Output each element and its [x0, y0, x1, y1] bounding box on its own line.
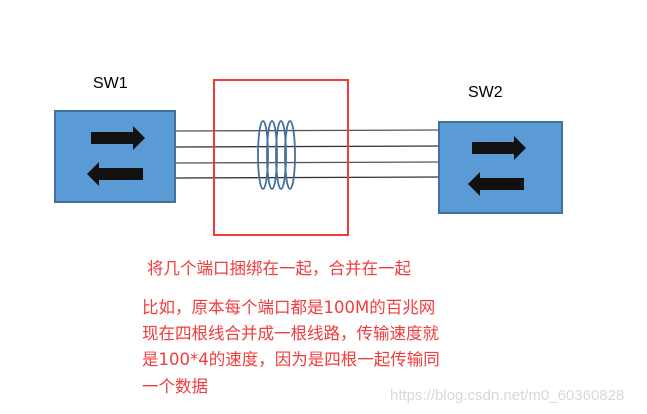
- switch-label-sw1: SW1: [93, 75, 128, 92]
- annotation-title: 将几个端口捆绑在一起，合并在一起: [147, 259, 412, 278]
- annotation-line-2: 现在四根线合并成一根线路，传输速度就: [142, 324, 440, 343]
- switch-label-sw2: SW2: [468, 84, 503, 101]
- switch-sw2: SW2: [438, 84, 563, 214]
- link-3: [174, 161, 441, 164]
- watermark: https://blog.csdn.net/m0_60360828: [390, 387, 624, 404]
- link-4: [174, 176, 441, 179]
- aggregation-highlight-box: [213, 79, 349, 236]
- link-1: [174, 129, 441, 132]
- annotation-line-3: 是100*4的速度，因为是四根一起传输同: [142, 350, 440, 369]
- bundle-coil-icon: [257, 120, 296, 190]
- network-links: [174, 129, 441, 179]
- switch-sw1: SW1: [54, 75, 176, 203]
- annotation-line-1: 比如，原本每个端口都是100M的百兆网: [142, 298, 435, 317]
- annotation-line-4: 一个数据: [142, 377, 208, 396]
- link-2: [174, 145, 441, 148]
